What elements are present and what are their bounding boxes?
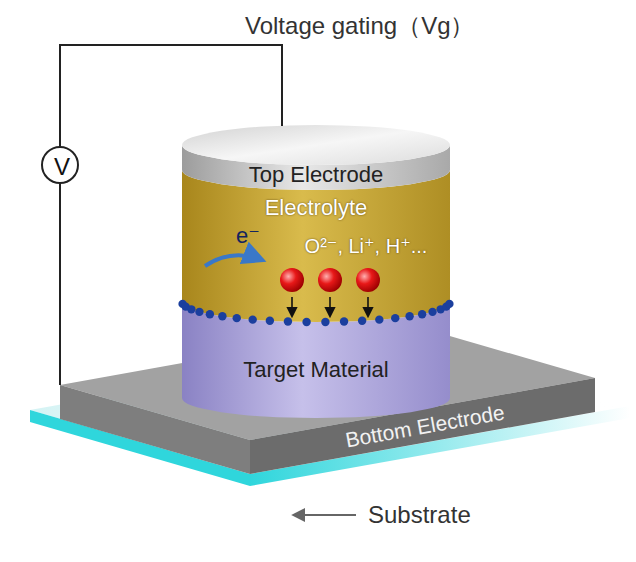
node-label: O²⁻, Li⁺, H⁺... (305, 235, 428, 257)
interface-dot (358, 317, 366, 325)
target-material-layer: Target Material (182, 322, 450, 398)
ion-arrow (329, 297, 331, 316)
interface-dot (321, 318, 329, 326)
wire (60, 45, 282, 146)
interface-dots (178, 300, 453, 326)
interface-dot (428, 308, 436, 316)
interface-dot (187, 305, 195, 313)
top-electrode-cap (182, 125, 450, 165)
interface-dot (418, 310, 426, 318)
ion-sphere (280, 268, 304, 292)
ion-arrow (291, 297, 293, 316)
interface-dot (391, 314, 399, 322)
interface-dot (405, 312, 413, 320)
interface-dot (375, 315, 383, 323)
voltmeter-circle: V (41, 146, 79, 184)
interface-dot (266, 317, 274, 325)
leader-arrow (294, 514, 356, 516)
interface-dot (445, 300, 453, 308)
node-label: Target Material (243, 358, 389, 382)
interface-dot (340, 317, 348, 325)
interface-dot (218, 312, 226, 320)
electrolyte-body (182, 170, 450, 322)
node-label: V (54, 154, 70, 180)
node-label: Top Electrode (249, 163, 384, 187)
bottom-electrode-layer: Bottom Electrode (60, 385, 595, 468)
node-label: Electrolyte (265, 196, 368, 220)
wire (59, 184, 61, 385)
interface-dot (248, 315, 256, 323)
ion-arrow (367, 297, 369, 316)
electron-arrow (205, 255, 262, 266)
interface-dot (195, 308, 203, 316)
ion-sphere (318, 268, 342, 292)
electrolyte-layer: ElectrolyteO²⁻, Li⁺, H⁺... e⁻ (182, 190, 450, 320)
interface-dot (233, 314, 241, 322)
node-label: e⁻ (236, 224, 260, 248)
annotation-label: Substrate (368, 502, 471, 528)
node-label: Bottom Electrode (344, 400, 507, 451)
top-electrode-layer: Top Electrode (182, 126, 450, 190)
ion-sphere (356, 268, 380, 292)
annotation-label: Voltage gating（Vg） (245, 13, 475, 39)
interface-dot (302, 318, 310, 326)
interface-dot (284, 317, 292, 325)
interface-dot (206, 310, 214, 318)
